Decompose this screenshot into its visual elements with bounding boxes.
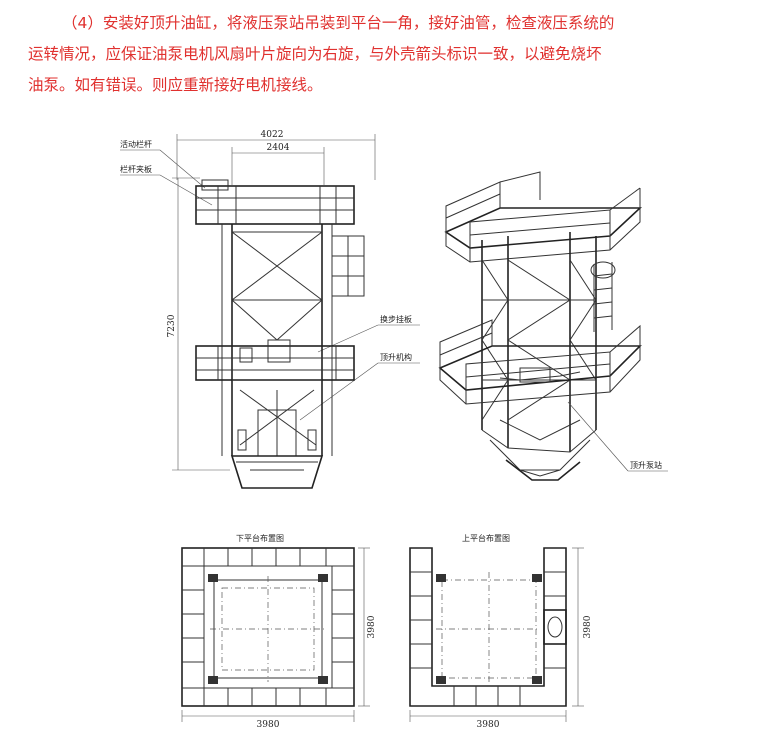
lower-platform-plan: 下平台布置图 [181, 533, 377, 730]
label-jacking-mechanism: 顶升机构 [380, 352, 412, 362]
instruction-paragraph: （4）安装好顶升油缸，将液压泵站吊装到平台一角，接好油管，检查液压系统的 运转情… [28, 8, 733, 101]
dim-height: 7230 [167, 314, 177, 337]
side-elevation-view: 4022 2404 7230 活动栏杆 栏杆夹板 换步挂板 顶升机构 [120, 130, 420, 489]
paragraph-line-3: 油泵。如有错误。则应重新接好电机接线。 [28, 76, 323, 94]
lower-platform-dim-depth: 3980 [367, 615, 377, 638]
lower-platform-dim-width: 3980 [257, 720, 280, 730]
paragraph-line-2: 运转情况，应保证油泵电机风扇叶片旋向为右旋，与外壳箭头标识一致，以避免烧坏 [28, 45, 602, 63]
lower-platform-title: 下平台布置图 [236, 533, 284, 543]
isometric-view: 顶升泵站 [438, 171, 668, 481]
paragraph-line-1: （4）安装好顶升油缸，将液压泵站吊装到平台一角，接好油管，检查液压系统的 [62, 14, 615, 32]
upper-platform-title: 上平台布置图 [462, 533, 510, 543]
upper-platform-plan: 上平台布置图 3980 [409, 533, 593, 730]
dim-inner-width: 2404 [267, 143, 290, 153]
upper-platform-dim-depth: 3980 [583, 615, 593, 638]
label-step-hanger: 换步挂板 [380, 314, 412, 324]
label-pump-station: 顶升泵站 [630, 460, 662, 470]
dim-total-width: 4022 [261, 130, 284, 140]
label-railing-clamp: 栏杆夹板 [120, 164, 152, 174]
label-movable-railing: 活动栏杆 [120, 139, 152, 149]
upper-platform-dim-width: 3980 [477, 720, 500, 730]
